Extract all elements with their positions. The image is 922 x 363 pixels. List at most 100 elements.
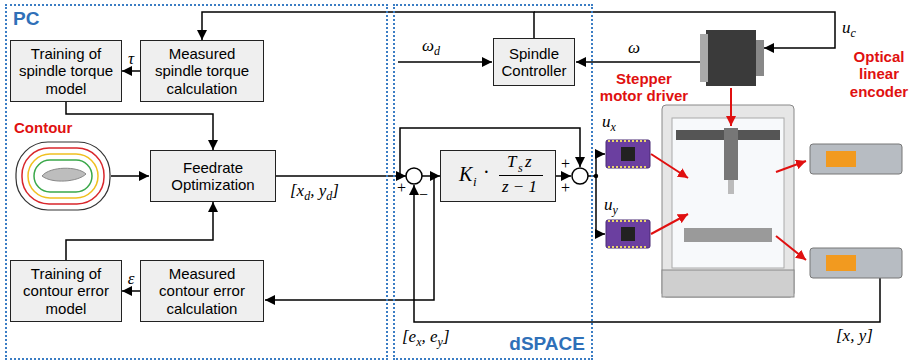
stepper-driver-illustration bbox=[621, 227, 635, 241]
contour-illustration bbox=[34, 160, 92, 192]
subscript: x bbox=[416, 335, 421, 349]
linear-encoder-illustration bbox=[810, 248, 902, 278]
signal-label: [x, y] bbox=[836, 326, 873, 346]
fraction-bar bbox=[499, 175, 543, 176]
signal-wire bbox=[596, 176, 605, 234]
callout-label: Contour bbox=[14, 119, 72, 136]
summing-junction bbox=[594, 174, 598, 178]
subscript: y bbox=[438, 335, 443, 349]
machine-illustration bbox=[728, 180, 734, 194]
sign-label: − bbox=[419, 186, 428, 204]
pointer-arrow bbox=[776, 236, 806, 260]
label-text: ω bbox=[422, 36, 434, 55]
label-text: + bbox=[397, 179, 406, 196]
connector bbox=[122, 70, 140, 72]
edge-label: ε bbox=[128, 269, 135, 289]
math-symbol: · bbox=[483, 161, 490, 183]
process-box: Training of contour error model bbox=[10, 260, 122, 322]
signal-label: ω bbox=[628, 38, 640, 58]
subscript: y bbox=[613, 203, 618, 217]
connector bbox=[66, 102, 213, 150]
pc-region: PCTraining of spindle torque modelMeasur… bbox=[5, 4, 388, 360]
signal-label: uy bbox=[604, 195, 618, 218]
sign-label: + bbox=[397, 179, 406, 197]
label-text: u bbox=[842, 18, 851, 37]
box-label: Feedrate Optimization bbox=[155, 159, 271, 194]
linear-encoder-illustration bbox=[810, 144, 902, 278]
signal-wire bbox=[534, 12, 835, 48]
signal-label: ux bbox=[602, 112, 616, 135]
linear-encoder-illustration bbox=[826, 151, 856, 167]
label-text: ω bbox=[628, 38, 640, 57]
stepper-driver-illustration bbox=[608, 221, 648, 247]
label-text: u bbox=[602, 112, 611, 131]
math-symbol: z bbox=[525, 153, 532, 172]
transfer-function-box: Ki · Tsz z − 1 bbox=[440, 150, 556, 202]
machine-illustration bbox=[724, 128, 738, 180]
connector bbox=[122, 290, 140, 292]
signal-label: [xd, yd] bbox=[290, 181, 339, 204]
region-title: PC bbox=[13, 9, 39, 30]
connector bbox=[66, 202, 213, 260]
pointer-arrow bbox=[776, 161, 806, 172]
stepper-driver-illustration bbox=[621, 147, 635, 161]
box-label: Training of contour error model bbox=[15, 265, 117, 317]
label-text: , y bbox=[310, 181, 326, 200]
label-text: + bbox=[561, 155, 570, 172]
subscript: d bbox=[326, 189, 332, 203]
signal-wire bbox=[398, 61, 492, 63]
label-text: + bbox=[561, 179, 570, 196]
signal-wire bbox=[556, 175, 571, 177]
stepper-driver-illustration bbox=[606, 140, 650, 248]
label-text: [x, y] bbox=[836, 326, 873, 345]
subscript: d bbox=[304, 189, 310, 203]
label-text: Stepper motor driver bbox=[600, 70, 688, 104]
callout-label: Stepper motor driver bbox=[596, 70, 692, 105]
controller-box: Spindle Controller bbox=[493, 38, 575, 86]
machine-illustration bbox=[662, 105, 794, 297]
signal-label: uc bbox=[842, 18, 856, 41]
math-symbol: K bbox=[459, 163, 472, 185]
pointer-arrow bbox=[730, 88, 732, 126]
label-text: ] bbox=[443, 327, 450, 346]
summing-junction bbox=[406, 168, 422, 184]
sign-label: + bbox=[561, 155, 570, 173]
label-text: [x bbox=[290, 181, 304, 200]
math-symbol: z − 1 bbox=[502, 178, 537, 197]
signal-wire bbox=[576, 61, 700, 63]
machine-illustration bbox=[684, 228, 772, 242]
spindle-motor-illustration bbox=[756, 40, 764, 76]
label-text: [e bbox=[402, 327, 416, 346]
contour-illustration bbox=[22, 148, 104, 204]
process-box: Feedrate Optimization bbox=[150, 150, 276, 202]
callout-label: Optical linear encoder bbox=[846, 48, 912, 100]
math-symbol: T bbox=[507, 153, 516, 172]
summing-junction bbox=[572, 168, 588, 184]
subscript: d bbox=[434, 44, 440, 58]
connector bbox=[202, 12, 534, 40]
math-symbol: i bbox=[473, 175, 477, 189]
subscript: c bbox=[851, 26, 856, 40]
process-box: Measured contour error calculation bbox=[140, 260, 264, 322]
signal-label: [ex, ey] bbox=[402, 327, 450, 350]
box-label: Training of spindle torque model bbox=[15, 45, 117, 97]
summing-junction bbox=[432, 174, 436, 178]
contour-illustration bbox=[16, 142, 110, 210]
stepper-driver-illustration bbox=[606, 140, 650, 168]
process-box: Measured spindle torque calculation bbox=[140, 40, 264, 102]
box-label: Spindle Controller bbox=[498, 45, 570, 80]
signal-wire bbox=[111, 12, 880, 322]
box-label: Measured spindle torque calculation bbox=[145, 45, 259, 97]
summing-junction bbox=[398, 174, 402, 178]
linear-encoder-illustration bbox=[810, 144, 902, 174]
linear-encoder-illustration bbox=[826, 255, 856, 271]
stepper-driver-illustration bbox=[608, 141, 648, 167]
dspace-region: dSPACESpindle ControllerKi·Tszz − 1 bbox=[393, 4, 593, 360]
edge-label: τ bbox=[128, 49, 134, 69]
stepper-driver-illustration bbox=[606, 220, 650, 248]
machine-illustration bbox=[662, 105, 794, 297]
box-label: Measured contour error calculation bbox=[145, 265, 259, 317]
label-text: u bbox=[604, 195, 613, 214]
sign-label: + bbox=[561, 179, 570, 197]
math-symbol: s bbox=[518, 162, 523, 175]
